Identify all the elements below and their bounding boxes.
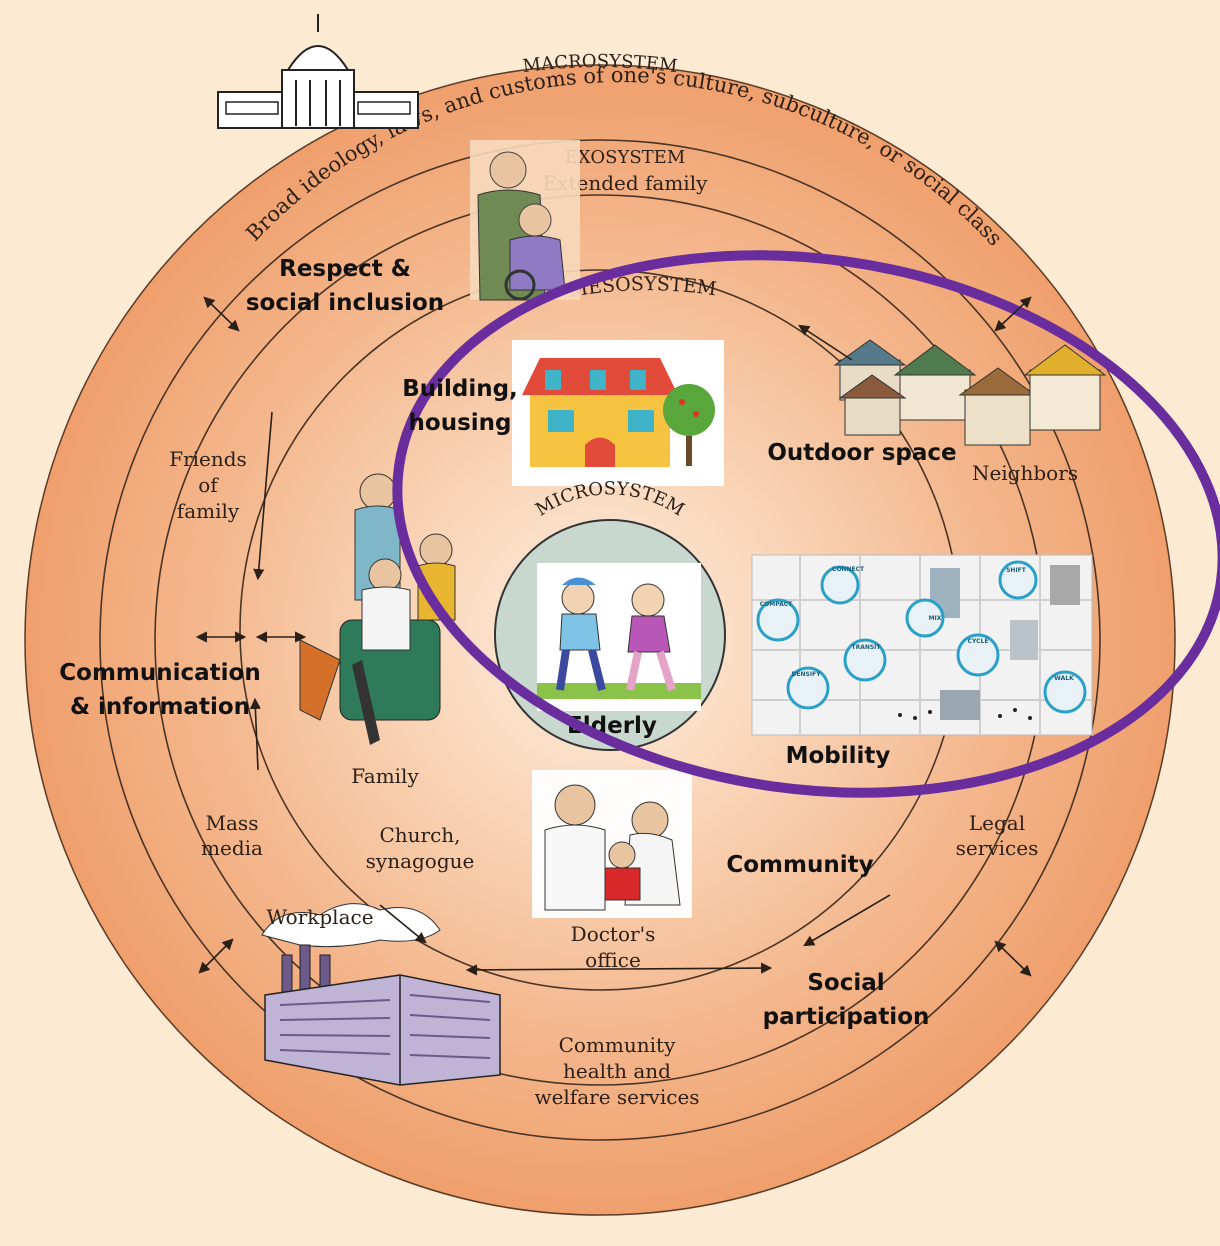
map-label-transit: TRANSIT xyxy=(851,644,881,651)
setting-community-services-line3: welfare services xyxy=(534,1085,699,1109)
domain-building-line2: housing xyxy=(409,410,512,436)
exosystem-title: EXOSYSTEM xyxy=(565,147,686,168)
domain-social-line2: participation xyxy=(763,1004,930,1030)
map-badge-shift xyxy=(998,560,1038,600)
domain-community: Community xyxy=(726,852,873,878)
arrow-neighbors xyxy=(994,296,1032,332)
domain-mobility: Mobility xyxy=(786,743,891,769)
arrow-outdoor xyxy=(798,324,853,361)
setting-friends-line3: family xyxy=(177,499,240,523)
map-badge-transit xyxy=(843,638,887,682)
map-label-walk: WALK xyxy=(1054,675,1074,682)
arrow-friends xyxy=(253,411,273,581)
setting-doctor-line1: Doctor's xyxy=(571,922,656,946)
setting-doctor-line2: office xyxy=(585,948,641,972)
neighbors-houses-illustration xyxy=(833,339,1107,446)
mobility-city-map: CONNECT COMPACT MIX TRANSIT SHIFT CYCLE … xyxy=(751,554,1093,736)
setting-mass-media-line2: media xyxy=(201,836,263,860)
setting-family: Family xyxy=(351,764,419,788)
map-badge-cycle xyxy=(956,633,1000,677)
arrow-workplace xyxy=(379,904,427,944)
domain-social-line1: Social xyxy=(807,970,884,996)
map-label-cycle: CYCLE xyxy=(968,638,989,645)
arrow-legal xyxy=(994,940,1032,977)
extended-family-illustration xyxy=(470,140,580,301)
domain-respect-line1: Respect & xyxy=(279,256,411,282)
map-label-mix: MIX xyxy=(929,615,942,622)
highlight-ellipse xyxy=(392,250,1220,798)
map-label-shift: SHIFT xyxy=(1006,567,1027,574)
family-illustration xyxy=(299,473,456,745)
setting-community-services-line1: Community xyxy=(559,1033,676,1057)
setting-neighbors: Neighbors xyxy=(972,461,1078,485)
map-badge-connect xyxy=(820,565,860,605)
doctors-office-illustration xyxy=(532,770,692,918)
macrosystem-ring xyxy=(99,139,1101,1141)
setting-community-services-line2: health and xyxy=(563,1059,671,1083)
map-label-connect: CONNECT xyxy=(832,566,865,573)
setting-friends-line1: Friends xyxy=(169,447,247,471)
setting-friends-line2: of xyxy=(198,473,219,497)
elderly-walking-illustration xyxy=(537,563,701,711)
domain-outdoor-space: Outdoor space xyxy=(767,440,956,466)
map-label-compact: COMPACT xyxy=(760,601,793,608)
workplace-factory-illustration xyxy=(261,903,501,1086)
building-housing-illustration xyxy=(512,340,724,486)
arrow-social xyxy=(803,894,891,947)
setting-church-line2: synagogue xyxy=(366,849,475,873)
domain-communication-line2: & information xyxy=(70,694,250,720)
domain-building-line1: Building, xyxy=(402,376,518,402)
map-badge-walk xyxy=(1043,670,1087,714)
domain-respect-line2: social inclusion xyxy=(246,290,444,316)
setting-legal-line2: services xyxy=(956,836,1039,860)
map-badge-densify xyxy=(786,666,830,710)
setting-workplace: Workplace xyxy=(266,905,373,929)
setting-legal-line1: Legal xyxy=(969,811,1025,835)
domain-communication-line1: Communication xyxy=(59,660,260,686)
arrow-mass-media xyxy=(198,938,234,974)
map-badge-compact xyxy=(756,598,800,642)
arrow-family xyxy=(249,697,261,771)
map-badge-mix xyxy=(905,598,945,638)
map-label-densify: DENSIFY xyxy=(791,671,821,678)
capitol-building-icon xyxy=(217,14,419,129)
setting-mass-media-line1: Mass xyxy=(206,811,259,835)
setting-church-line1: Church, xyxy=(379,823,460,847)
arrow-community-services xyxy=(465,962,773,976)
arrow-respect xyxy=(203,296,240,332)
